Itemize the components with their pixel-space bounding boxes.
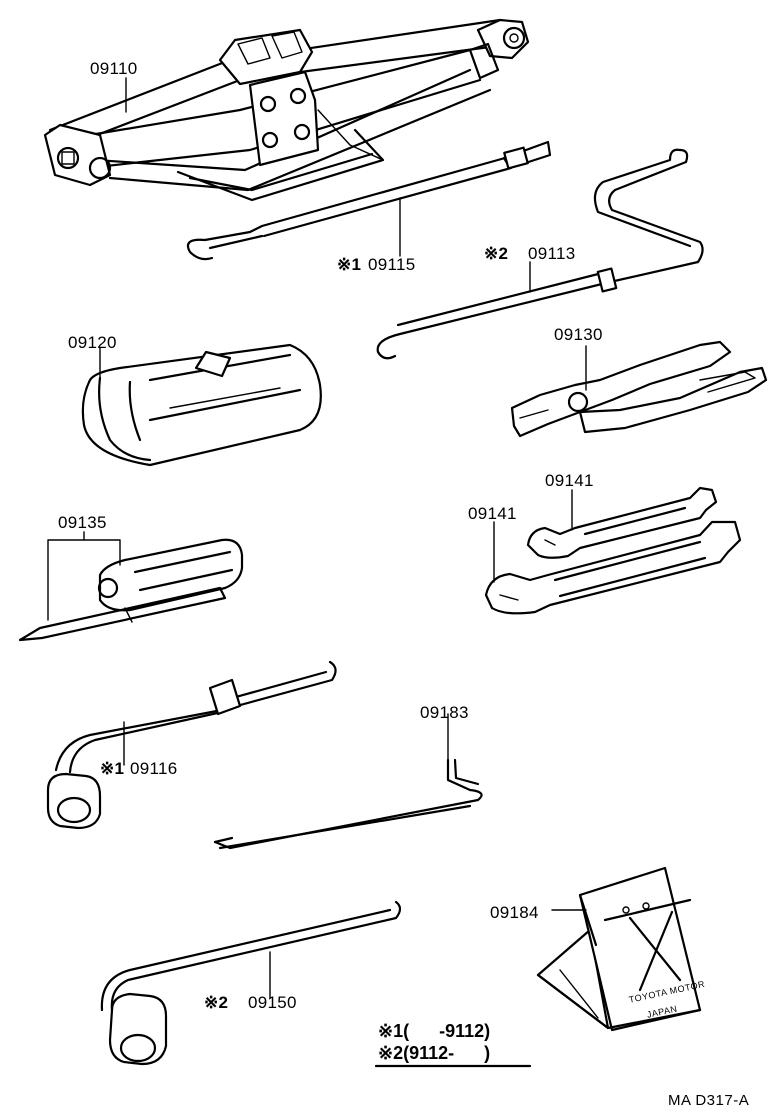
scissor-jack-drawing [43,18,530,202]
part-mark-jack-handle: ※1 [337,255,362,274]
part-label-jack: 09110 [90,59,138,78]
pliers-drawing [510,340,768,438]
diagram-code: MA D317-A [668,1092,750,1109]
wheel-chock-drawing [536,866,702,1032]
screwdriver-drawing [18,538,244,642]
part-label-wheel-wrench-1: 09116 [130,759,178,778]
wrench-large-drawing [484,520,742,615]
part-label-wrench-small: 09141 [545,471,594,490]
legend-line-2: ※2(9112- ) [378,1043,491,1063]
wheel-wrench-1-drawing [46,660,337,830]
part-label-pliers: 09130 [554,325,603,344]
part-label-wheel-chock: 09184 [490,903,539,922]
hook-bar-drawing [213,758,483,850]
wheel-wrench-2-drawing [100,900,402,1066]
part-mark-jack-handle-ext: ※2 [484,244,509,263]
jack-handle-drawing [186,140,552,261]
part-label-screwdriver: 09135 [58,513,107,532]
part-label-jack-handle: 09115 [368,255,416,274]
wrench-small-drawing [526,486,718,559]
part-mark-wheel-wrench-1: ※1 [100,759,125,778]
jack-handle-extension-drawing [376,148,704,360]
part-mark-wheel-wrench-2: ※2 [204,993,229,1012]
part-label-hook-bar: 09183 [420,703,469,722]
part-label-wrench-large: 09141 [468,504,517,523]
tool-bag-drawing [81,343,322,467]
part-label-wheel-wrench-2: 09150 [248,993,297,1012]
legend-line-1: ※1( -9112) [378,1021,491,1041]
part-label-jack-handle-ext: 09113 [528,244,576,263]
part-label-tool-bag: 09120 [68,333,117,352]
